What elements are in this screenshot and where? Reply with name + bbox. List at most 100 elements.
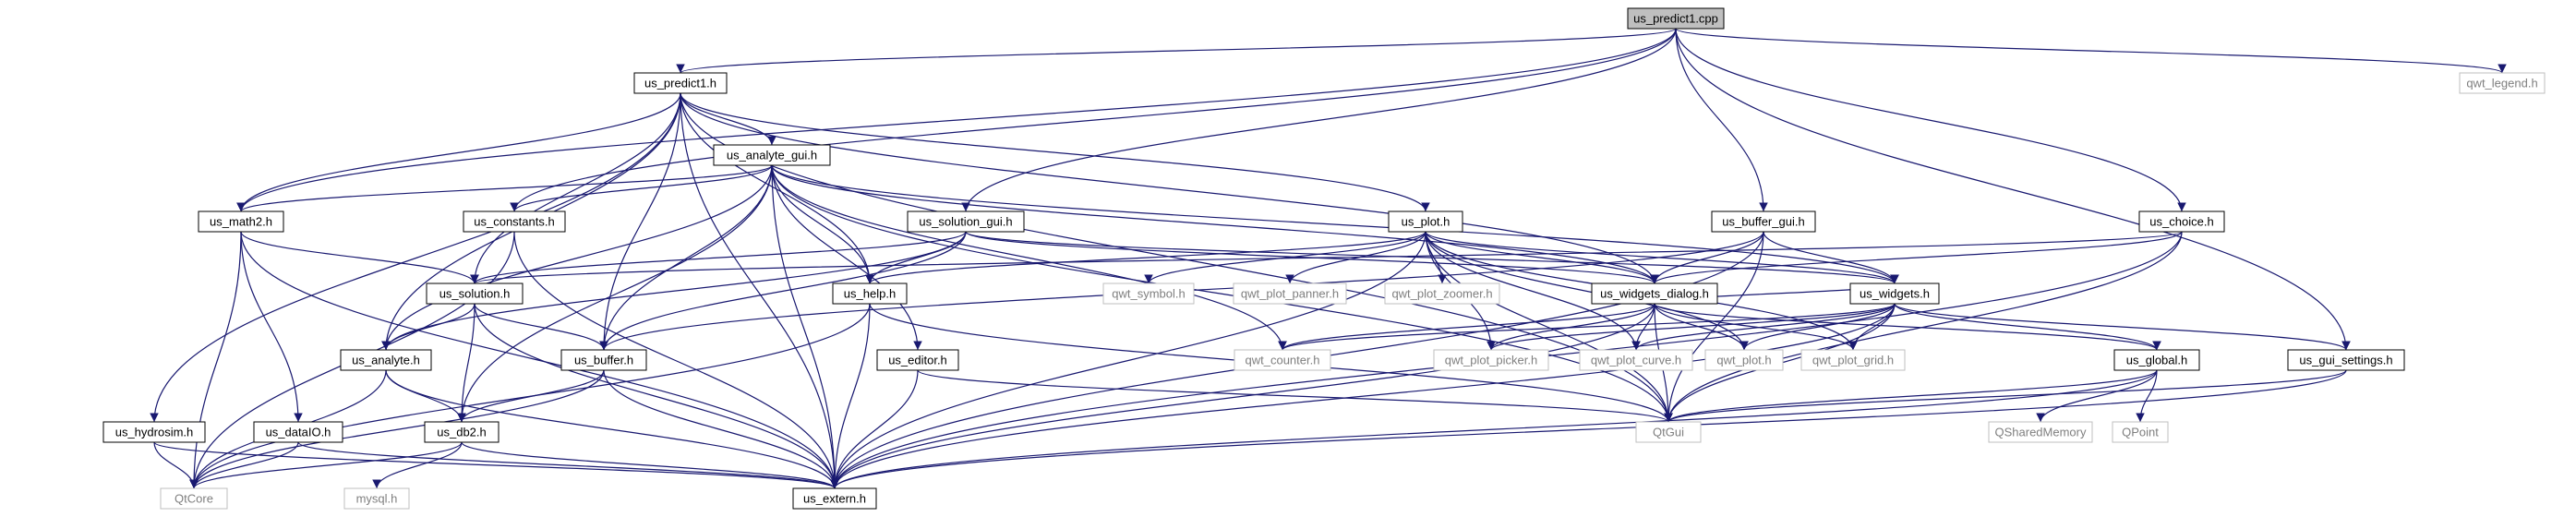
node-label: qwt_plot_grid.h bbox=[1812, 354, 1894, 367]
node-us-choice-h[interactable]: us_choice.h bbox=[2138, 210, 2225, 233]
edge-us-global-h-to-qtgui bbox=[1664, 369, 2158, 423]
node-label: us_math2.h bbox=[210, 215, 272, 229]
node-us-predict1-cpp[interactable]: us_predict1.cpp bbox=[1627, 7, 1725, 30]
node-label: qwt_legend.h bbox=[2466, 77, 2537, 90]
edge-us-predict1-cpp-to-us-buffer-gui-h bbox=[1675, 28, 1768, 212]
node-label: us_analyte_gui.h bbox=[727, 149, 817, 162]
node-box bbox=[253, 421, 343, 443]
node-box bbox=[1800, 349, 1906, 371]
node-label: QtCore bbox=[175, 492, 213, 506]
node-label: qwt_plot_picker.h bbox=[1445, 354, 1537, 367]
node-label: us_help.h bbox=[844, 287, 896, 301]
node-label: us_db2.h bbox=[437, 426, 487, 439]
node-label: us_editor.h bbox=[888, 354, 947, 367]
edge-us-analyte-gui-h-to-us-constants-h bbox=[510, 164, 773, 212]
edge-us-analyte-gui-h-to-us-widgets-dialog-h bbox=[771, 164, 1659, 284]
edge-us-solution-gui-h-to-us-solution-h bbox=[470, 231, 967, 284]
edge-us-math2-h-to-us-solution-h bbox=[240, 231, 479, 284]
edge-us-predict1-h-to-us-plot-h bbox=[680, 92, 1430, 212]
node-box bbox=[343, 487, 410, 510]
node-us-hydrosim-h[interactable]: us_hydrosim.h bbox=[102, 421, 206, 443]
node-box bbox=[1388, 210, 1463, 233]
node-box bbox=[340, 349, 432, 371]
node-qwt-plot-curve-h: qwt_plot_curve.h bbox=[1579, 349, 1693, 371]
node-us-global-h[interactable]: us_global.h bbox=[2113, 349, 2200, 371]
node-box bbox=[424, 421, 500, 443]
node-qwt-plot-h: qwt_plot.h bbox=[1704, 349, 1784, 371]
node-label: us_choice.h bbox=[2149, 215, 2213, 229]
node-us-plot-h[interactable]: us_plot.h bbox=[1388, 210, 1463, 233]
node-box bbox=[1384, 283, 1500, 305]
node-us-solution-h[interactable]: us_solution.h bbox=[426, 283, 524, 305]
node-box bbox=[1102, 283, 1195, 305]
edge-us-predict1-cpp-to-us-solution-gui-h bbox=[961, 28, 1677, 212]
edge-us-predict1-cpp-to-us-gui-settings-h bbox=[1675, 28, 2351, 351]
node-us-db2-h[interactable]: us_db2.h bbox=[424, 421, 500, 443]
node-box bbox=[1849, 283, 1940, 305]
edge-us-predict1-h-to-us-solution-h bbox=[470, 92, 681, 284]
edge-us-choice-h-to-qtgui bbox=[1664, 231, 2183, 423]
edge-us-gui-settings-h-to-us-extern-h bbox=[830, 369, 2347, 489]
edge-us-solution-gui-h-to-us-buffer-h bbox=[599, 231, 967, 351]
node-us-widgets-h[interactable]: us_widgets.h bbox=[1849, 283, 1940, 305]
node-box bbox=[1591, 283, 1718, 305]
node-label: us_solution_gui.h bbox=[919, 215, 1012, 229]
node-us-analyte-h[interactable]: us_analyte.h bbox=[340, 349, 432, 371]
node-qsharedmemory: QSharedMemory bbox=[1988, 421, 2093, 443]
node-box bbox=[426, 283, 524, 305]
node-label: us_widgets_dialog.h bbox=[1600, 287, 1709, 301]
edge-us-hydrosim-h-to-us-extern-h bbox=[153, 441, 839, 489]
node-us-buffer-gui-h[interactable]: us_buffer_gui.h bbox=[1711, 210, 1816, 233]
node-us-help-h[interactable]: us_help.h bbox=[832, 283, 908, 305]
edge-us-hydrosim-h-to-qtcore bbox=[153, 441, 199, 489]
edge-us-analyte-gui-h-to-us-db2-h bbox=[457, 164, 773, 423]
node-us-predict1-h[interactable]: us_predict1.h bbox=[633, 72, 728, 94]
edge-us-widgets-dialog-h-to-us-global-h bbox=[1654, 303, 2161, 351]
node-us-analyte-gui-h[interactable]: us_analyte_gui.h bbox=[713, 144, 831, 166]
node-label: qwt_counter.h bbox=[1246, 354, 1320, 367]
node-box bbox=[1433, 349, 1549, 371]
edge-us-help-h-to-us-extern-h bbox=[830, 303, 871, 489]
node-label: us_solution.h bbox=[439, 287, 511, 301]
edge-us-widgets-dialog-h-to-qwt-counter-h bbox=[1278, 303, 1655, 351]
edge-us-predict1-h-to-qtgui bbox=[680, 92, 1673, 423]
edge-us-analyte-h-to-us-db2-h bbox=[385, 369, 466, 423]
node-label: us_plot.h bbox=[1402, 215, 1451, 229]
node-us-widgets-dialog-h[interactable]: us_widgets_dialog.h bbox=[1591, 283, 1718, 305]
node-us-solution-gui-h[interactable]: us_solution_gui.h bbox=[907, 210, 1025, 233]
node-label: QtGui bbox=[1653, 426, 1684, 439]
node-us-dataio-h[interactable]: us_dataIO.h bbox=[253, 421, 343, 443]
edge-us-predict1-cpp-to-qwt-legend-h bbox=[1675, 28, 2507, 74]
edge-us-widgets-h-to-us-extern-h bbox=[830, 303, 1896, 489]
edge-us-dataio-h-to-us-extern-h bbox=[297, 441, 839, 489]
node-label: us_predict1.cpp bbox=[1633, 12, 1718, 26]
node-label: mysql.h bbox=[356, 492, 398, 506]
edge-us-analyte-h-to-us-extern-h bbox=[385, 369, 839, 489]
node-us-constants-h[interactable]: us_constants.h bbox=[463, 210, 566, 233]
node-us-editor-h[interactable]: us_editor.h bbox=[876, 349, 959, 371]
edge-us-predict1-h-to-us-extern-h bbox=[680, 92, 839, 489]
node-qtcore: QtCore bbox=[160, 487, 228, 510]
edge-us-editor-h-to-us-extern-h bbox=[830, 369, 919, 489]
node-us-extern-h[interactable]: us_extern.h bbox=[792, 487, 877, 510]
node-box bbox=[1711, 210, 1816, 233]
node-qwt-plot-zoomer-h: qwt_plot_zoomer.h bbox=[1384, 283, 1500, 305]
edge-us-buffer-h-to-qtcore bbox=[189, 369, 605, 489]
edges bbox=[150, 28, 2507, 489]
node-label: us_analyte.h bbox=[352, 354, 420, 367]
node-us-buffer-h[interactable]: us_buffer.h bbox=[560, 349, 647, 371]
node-box bbox=[792, 487, 877, 510]
edge-us-predict1-h-to-us-analyte-gui-h bbox=[680, 92, 776, 146]
edge-us-widgets-h-to-qwt-plot-curve-h bbox=[1631, 303, 1896, 351]
node-us-math2-h[interactable]: us_math2.h bbox=[198, 210, 284, 233]
node-box bbox=[2138, 210, 2225, 233]
edge-us-solution-gui-h-to-us-widgets-h bbox=[965, 231, 1899, 284]
node-box bbox=[2287, 349, 2405, 371]
node-label: us_global.h bbox=[2126, 354, 2188, 367]
edge-us-widgets-h-to-us-gui-settings-h bbox=[1894, 303, 2351, 351]
node-label: us_extern.h bbox=[803, 492, 866, 506]
node-box bbox=[2112, 421, 2169, 443]
node-qwt-plot-grid-h: qwt_plot_grid.h bbox=[1800, 349, 1906, 371]
node-us-gui-settings-h[interactable]: us_gui_settings.h bbox=[2287, 349, 2405, 371]
